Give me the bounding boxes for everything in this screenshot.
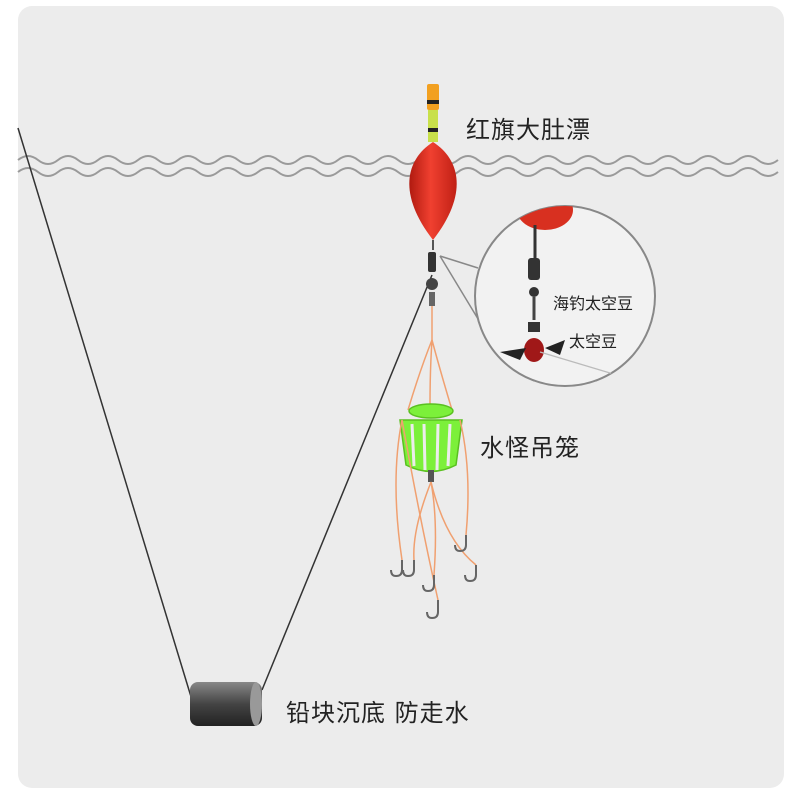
hook-icons [390, 535, 477, 620]
float-icon [409, 84, 457, 250]
water-surface [17, 155, 779, 177]
sinker-icon [190, 682, 262, 726]
cage-icon [399, 403, 463, 482]
inset-secondary-label: 太空豆 [569, 332, 618, 351]
main-line [17, 127, 433, 701]
float-label: 红旗大肚漂 [466, 116, 591, 144]
leader-lines [407, 339, 453, 411]
cage-label: 水怪吊笼 [480, 434, 580, 462]
inset-main-label: 海钓太空豆 [553, 294, 634, 313]
inset-magnifier [474, 205, 656, 387]
background-panel [18, 6, 784, 788]
sinker-label: 铅块沉底 防走水 [286, 699, 470, 727]
swivel-icon [426, 252, 438, 340]
